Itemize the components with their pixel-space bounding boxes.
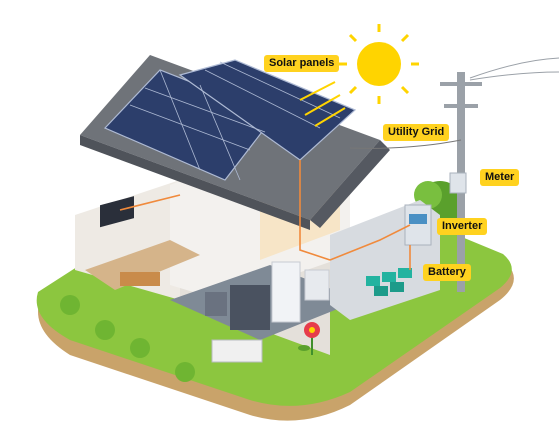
sun-icon [299,24,419,127]
living-room-furniture [100,196,330,363]
roof [80,55,390,230]
label-battery: Battery [423,264,471,281]
label-inverter: Inverter [437,218,488,235]
battery-icon [366,268,412,296]
label-meter: Meter [480,169,520,186]
label-utility-grid: Utility Grid [383,124,450,141]
label-solar-panels: Solar panels [264,55,340,72]
meter-icon [449,172,467,194]
bush-group [60,295,195,382]
battery-room [330,200,440,320]
solar-panel-icon [103,59,357,181]
wiring [119,160,411,270]
flower-icon [298,322,320,355]
